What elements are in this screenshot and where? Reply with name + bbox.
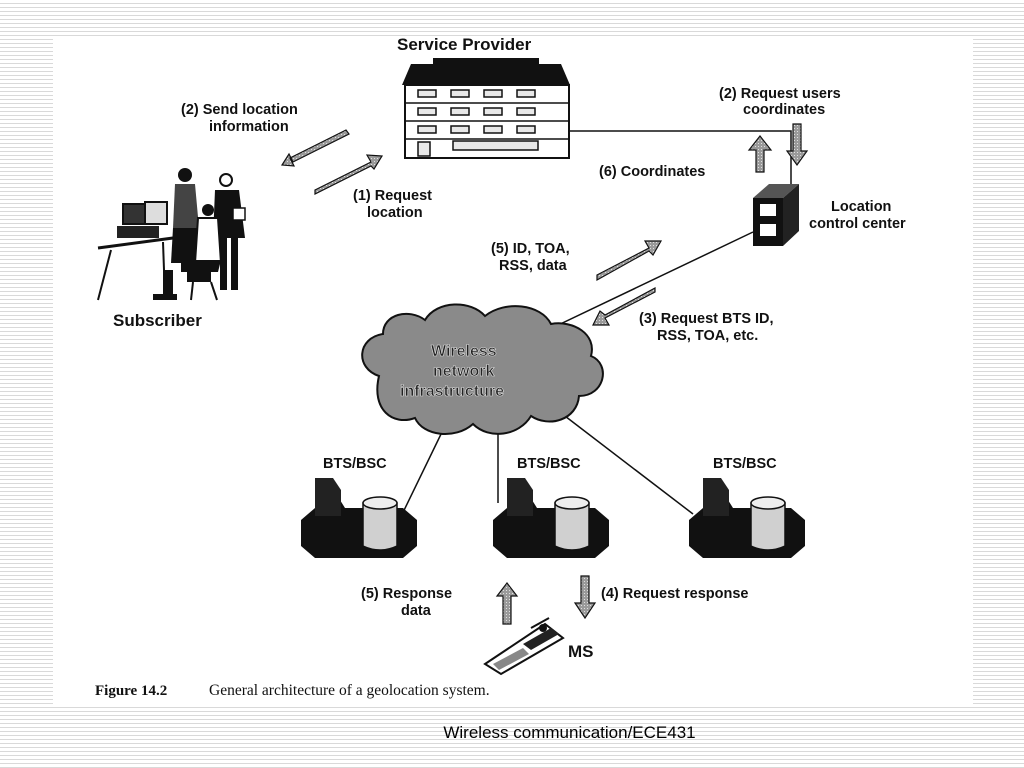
bts-label-3: BTS/BSC (713, 456, 777, 472)
figure-caption: General architecture of a geolocation sy… (209, 682, 490, 699)
request-location-label-2: location (367, 205, 423, 221)
location-control-center-box (753, 184, 799, 246)
response-data-up-arrow (495, 582, 519, 625)
request-bts-label-1: (3) Request BTS ID, (639, 311, 774, 327)
slide-panel: Service Provider Subscriber Location co (53, 38, 973, 705)
cloud-label-1: Wireless (431, 343, 497, 360)
connection-lines (392, 130, 792, 534)
bts-station-1 (301, 478, 417, 558)
service-provider-label: Service Provider (397, 38, 532, 54)
subscriber-figure (97, 168, 246, 301)
send-location-label-1: (2) Send location (181, 102, 298, 118)
bts-station-2 (493, 478, 609, 558)
ms-label: MS (568, 642, 594, 661)
cloud-label-2: network (433, 363, 494, 380)
send-location-arrow (280, 129, 350, 167)
request-response-label: (4) Request response (601, 586, 748, 602)
center-to-cloud-line (530, 231, 754, 339)
geolocation-diagram: Service Provider Subscriber Location co (95, 38, 906, 699)
send-location-label-2: information (209, 119, 289, 135)
id-toa-arrow (596, 240, 663, 282)
location-center-label-2: control center (809, 216, 906, 232)
cloud-to-bts3-line (560, 412, 694, 515)
request-location-label-1: (1) Request (353, 188, 432, 204)
id-toa-label-2: RSS, data (499, 258, 568, 274)
coordinates-label: (6) Coordinates (599, 164, 705, 180)
response-data-label-2: data (401, 603, 432, 619)
wireless-network-cloud (361, 303, 604, 436)
bts-label-2: BTS/BSC (517, 456, 581, 472)
coordinates-up-arrow (747, 135, 773, 173)
mobile-phone-icon (483, 617, 565, 676)
id-toa-label-1: (5) ID, TOA, (491, 241, 570, 257)
request-bts-arrow (592, 286, 656, 326)
step-arrows (280, 123, 809, 625)
request-users-down-arrow (785, 123, 809, 167)
cloud-label-3: infrastructure (400, 383, 504, 400)
request-bts-label-2: RSS, TOA, etc. (657, 328, 758, 344)
request-users-label-1: (2) Request users (719, 86, 841, 102)
service-provider-building (402, 58, 570, 159)
location-center-label-1: Location (831, 199, 891, 215)
bts-label-1: BTS/BSC (323, 456, 387, 472)
request-users-label-2: coordinates (743, 102, 825, 118)
slide-footer: Wireless communication/ECE431 (443, 723, 696, 742)
bts-station-3 (689, 478, 805, 558)
request-location-arrow (314, 154, 384, 195)
figure-number: Figure 14.2 (95, 683, 167, 699)
subscriber-label: Subscriber (113, 311, 202, 330)
request-response-down-arrow (573, 575, 597, 620)
response-data-label-1: (5) Response (361, 586, 452, 602)
provider-to-center-line (570, 130, 792, 190)
